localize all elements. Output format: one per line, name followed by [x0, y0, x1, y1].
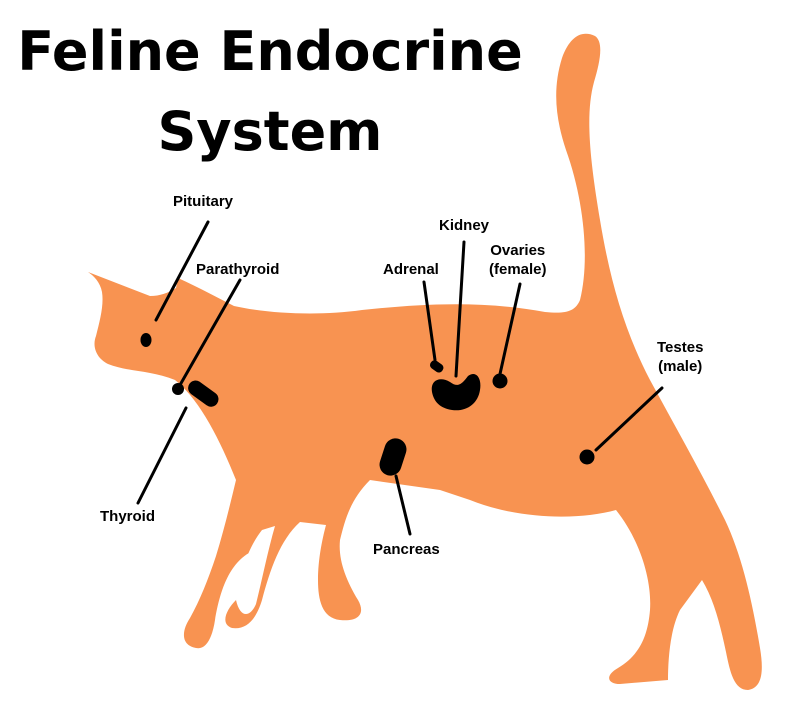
- kidney-leader-line: [454, 240, 466, 378]
- testes-leader-line: [594, 386, 664, 452]
- adrenal-leader-line: [422, 280, 437, 362]
- cat-body-silhouette: [88, 33, 762, 690]
- label-pancreas: Pancreas: [373, 541, 440, 558]
- pancreas-leader-line: [394, 474, 412, 536]
- title-line-1: Feline Endocrine: [17, 20, 523, 83]
- title-line-2: System: [157, 100, 383, 163]
- label-pituitary: Pituitary: [173, 193, 234, 210]
- page-title: Feline Endocrine System: [0, 12, 540, 172]
- adrenal-gland-icon: [429, 360, 444, 373]
- label-kidney: Kidney: [439, 217, 490, 234]
- label-testes-line-1: Testes: [657, 339, 704, 356]
- parathyroid-gland-icon: [172, 383, 184, 395]
- parathyroid-leader-line: [178, 278, 242, 387]
- pituitary-gland-icon: [140, 333, 152, 347]
- label-thyroid: Thyroid: [100, 508, 155, 525]
- label-adrenal: Adrenal: [383, 261, 439, 278]
- ovary-icon: [492, 373, 508, 389]
- label-ovaries-line-1: Ovaries: [490, 242, 546, 259]
- label-ovaries-line-2: (female): [489, 261, 547, 278]
- label-parathyroid: Parathyroid: [196, 261, 280, 278]
- testes-icon: [579, 449, 595, 465]
- pituitary-leader-line: [154, 220, 210, 322]
- kidney-icon: [431, 373, 481, 411]
- thyroid-leader-line: [136, 406, 188, 505]
- label-testes: Testes (male): [657, 338, 703, 376]
- thyroid-gland-icon: [188, 380, 219, 407]
- label-ovaries: Ovaries (female): [489, 241, 547, 279]
- leg-gap: [236, 526, 275, 615]
- pancreas-icon: [379, 438, 407, 476]
- ovaries-leader-line: [498, 282, 522, 376]
- label-testes-line-2: (male): [658, 358, 703, 375]
